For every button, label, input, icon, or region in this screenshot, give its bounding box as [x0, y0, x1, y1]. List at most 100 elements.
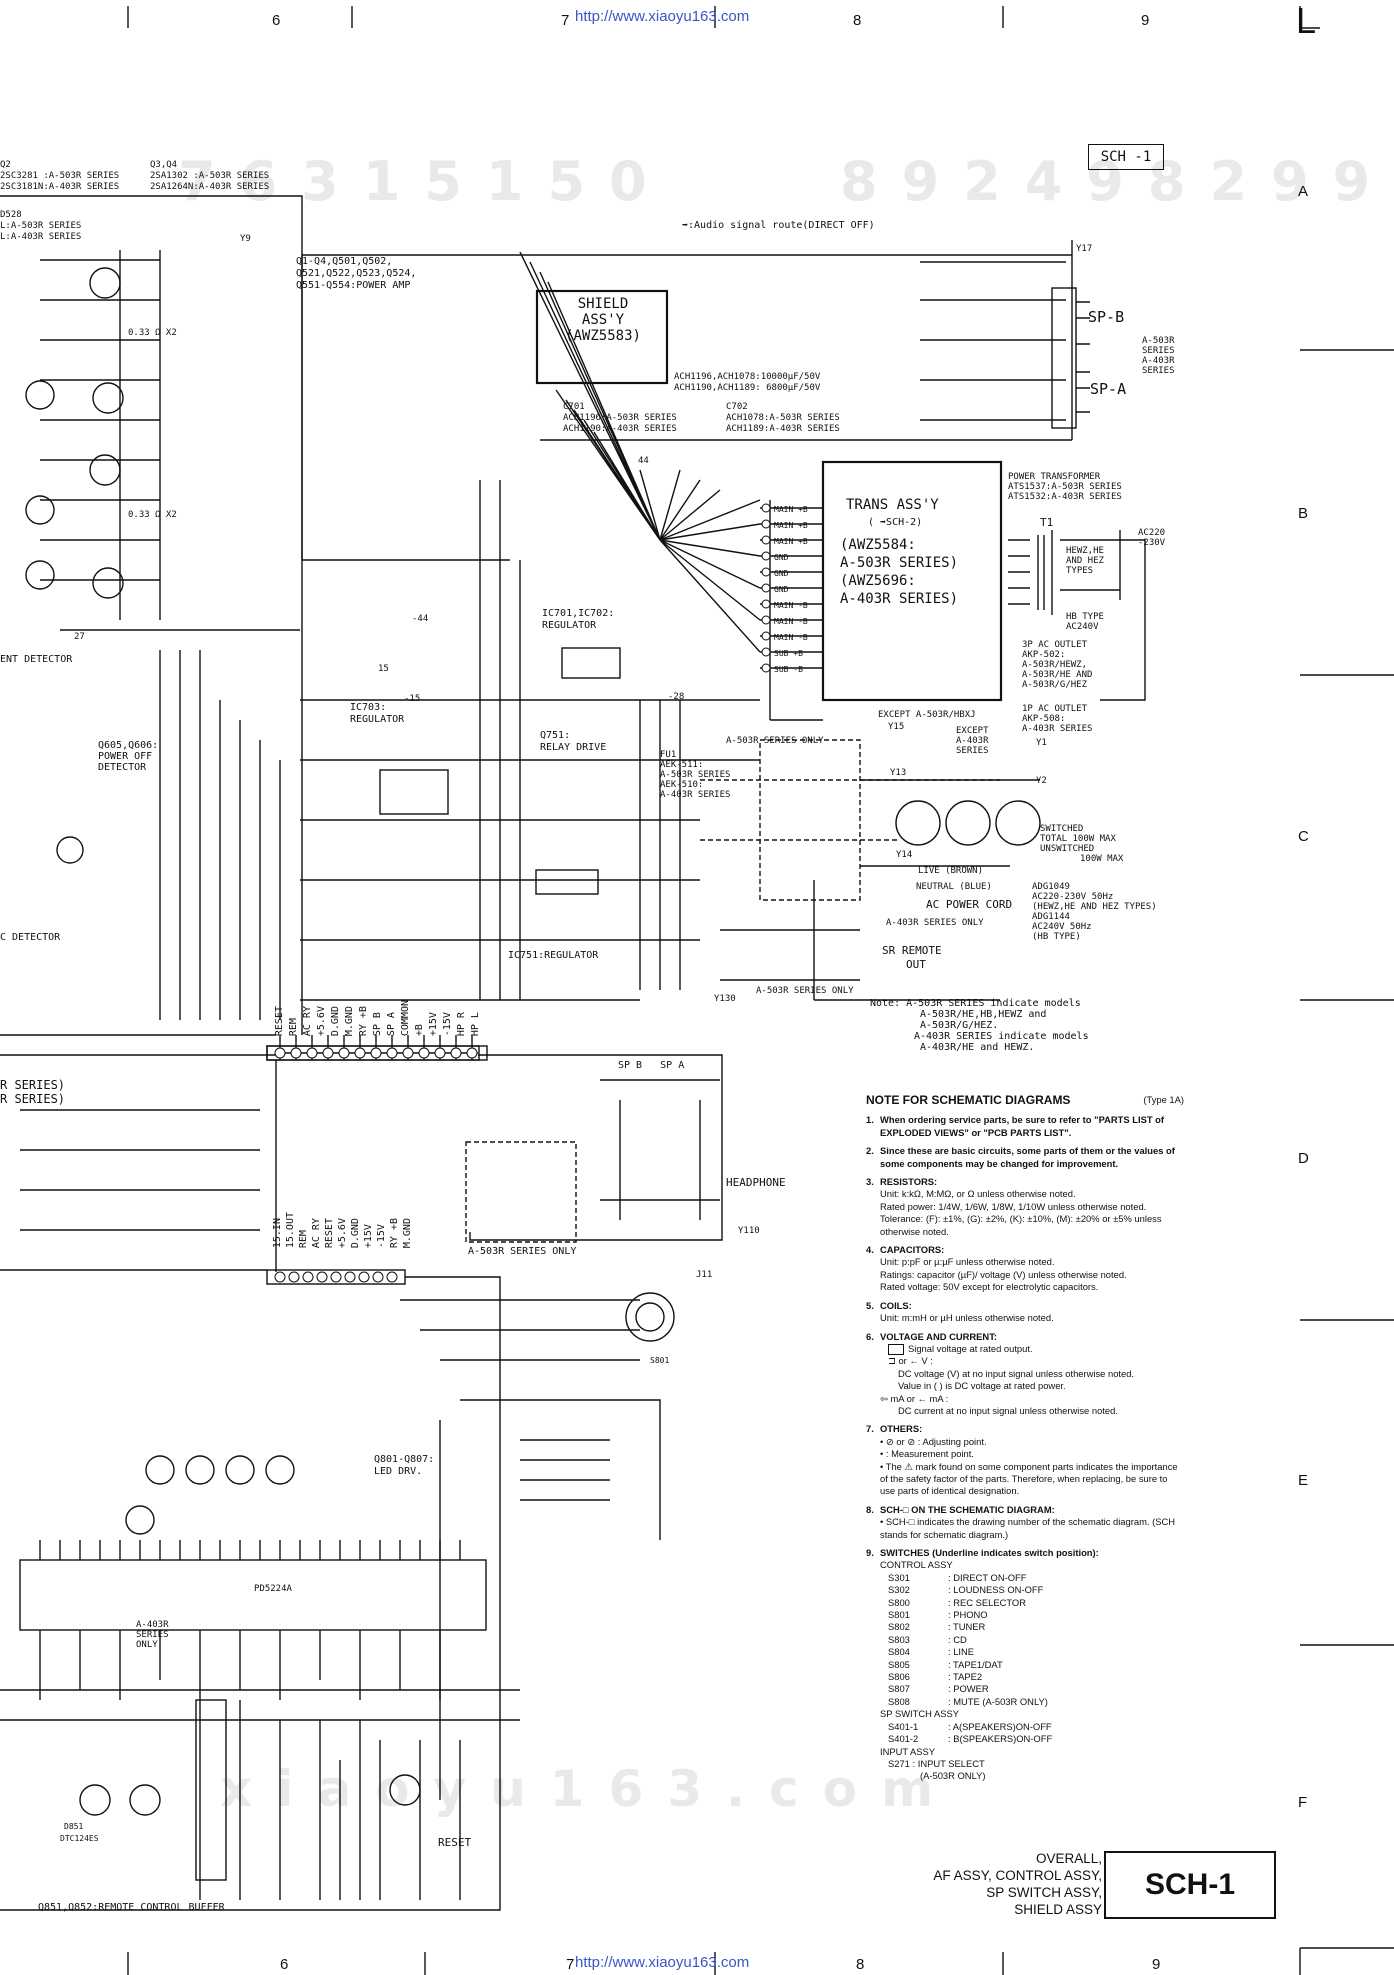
schematic-notes: NOTE FOR SCHEMATIC DIAGRAMS (Type 1A) 1.… [866, 1094, 1184, 1789]
column-label-9: 9 [1141, 12, 1150, 29]
column-label-7: 7 [561, 12, 570, 29]
column-label-8-bottom: 8 [856, 1956, 865, 1973]
row-label-a: A [1298, 183, 1309, 200]
note-5: 5. COILS: Unit: m:mH or µH unless otherw… [866, 1299, 1054, 1324]
voltage-box-icon [888, 1343, 904, 1355]
misc-label-y2: Y2 [1036, 776, 1047, 786]
switch-row: S802: TUNER [888, 1621, 986, 1633]
sp-switch-row: S401-2: B(SPEAKERS)ON-OFF [888, 1733, 1053, 1745]
switch-row: S803: CD [888, 1633, 967, 1645]
audio-route-label: ➡:Audio signal route(DIRECT OFF) [682, 220, 875, 231]
misc-label-44: 44 [638, 456, 649, 466]
misc-label-d851: D851 [64, 1822, 84, 1831]
title-block: OVERALL, AF ASSY, CONTROL ASSY, SP SWITC… [933, 1851, 1102, 1917]
misc-label-28n: -28 [668, 692, 685, 702]
misc-label-27: 27 [74, 632, 85, 642]
switch-row: S800: REC SELECTOR [888, 1596, 1026, 1608]
misc-label-r1: 0.33 Ω X2 [128, 328, 177, 338]
note-6: 6. VOLTAGE AND CURRENT: Signal voltage a… [866, 1330, 1135, 1416]
sp-b-label: SP-B [1088, 308, 1125, 326]
row-label-f: F [1298, 1794, 1308, 1811]
switch-row: S801: PHONO [888, 1609, 988, 1621]
ac-power-cord-label: AC POWER CORD [926, 898, 1013, 911]
misc-label-y9: Y9 [240, 234, 251, 244]
misc-label-y13: Y13 [890, 768, 907, 778]
connector-bottom-pins: 15.IN 15.OUT REM AC RY RESET +5.6V D.GND… [272, 1212, 413, 1249]
misc-label-15n: -15 [404, 694, 421, 704]
column-label-9-bottom: 9 [1152, 1956, 1161, 1973]
watermark-top: 76315150 [178, 150, 671, 213]
neutral-label: NEUTRAL (BLUE) [916, 882, 992, 892]
switch-row: S804: LINE [888, 1646, 975, 1658]
sp-switch-row: S401-1: A(SPEAKERS)ON-OFF [888, 1720, 1052, 1732]
a503-only-label-3: A-503R SERIES ONLY [468, 1246, 577, 1257]
headphone-label: HEADPHONE [726, 1176, 786, 1189]
ic701-ic702-label: IC701,IC702:REGULATOR [542, 608, 615, 631]
power-amp-label: Q1-Q4,Q501,Q502,Q521,Q522,Q523,Q524,Q551… [296, 256, 417, 291]
watermark-top-right: 892498299 [840, 150, 1394, 213]
current-detector-label: ENT DETECTOR [0, 654, 73, 665]
misc-label-15: 15 [378, 664, 389, 674]
corner-mark: L [1296, 0, 1317, 41]
ic703-label: IC703:REGULATOR [350, 702, 405, 725]
q851-label: Q851,Q852:REMOTE CONTROL BUFFER [38, 1902, 225, 1913]
q801-label: Q801-Q807:LED DRV. [374, 1454, 435, 1477]
source-url-top[interactable]: http://www.xiaoyu163.com [575, 8, 750, 25]
misc-label-y15: Y15 [888, 722, 905, 732]
sp-b-sp-a-label: SP B SP A [618, 1060, 685, 1071]
misc-label-dtc124es: DTC124ES [60, 1834, 99, 1843]
misc-label-r2: 0.33 Ω X2 [128, 510, 177, 520]
switch-row: S302: LOUDNESS ON-OFF [888, 1584, 1044, 1596]
column-label-6: 6 [272, 12, 281, 29]
row-label-c: C [1298, 828, 1309, 845]
note-1: 1.When ordering service parts, be sure t… [866, 1114, 1165, 1138]
source-url-bottom[interactable]: http://www.xiaoyu163.com [575, 1954, 750, 1971]
misc-label-y110: Y110 [738, 1226, 760, 1236]
reset-label: RESET [438, 1836, 472, 1849]
misc-label-y1: Y1 [1036, 738, 1047, 748]
notes-title: NOTE FOR SCHEMATIC DIAGRAMS [866, 1093, 1071, 1107]
live-label: LIVE (BROWN) [918, 866, 984, 876]
switch-row: S808: MUTE (A-503R ONLY) [888, 1695, 1048, 1707]
a503-only-label: A-503R SERIES ONLY [726, 736, 824, 746]
t1-label: T1 [1040, 516, 1054, 529]
watermark-bottom: xiaoyu163.com [220, 1760, 958, 1818]
column-label-8: 8 [853, 12, 862, 29]
a503-only-label-2: A-503R SERIES ONLY [756, 986, 854, 996]
q751-label: Q751:RELAY DRIVE [540, 730, 607, 753]
sheet-tag: SCH -1 [1088, 144, 1164, 170]
dc-detector-label: C DETECTOR [0, 932, 61, 943]
row-label-e: E [1298, 1472, 1309, 1489]
misc-label-44n: -44 [412, 614, 429, 624]
column-label-6-bottom: 6 [280, 1956, 289, 1973]
r-series-label: R SERIES)R SERIES) [0, 1078, 66, 1106]
misc-label-s801: S801 [650, 1356, 670, 1365]
ac220-label: AC220-230V [1138, 528, 1166, 548]
a403-only-label: A-403R SERIES ONLY [886, 918, 984, 928]
note-8: 8. SCH-□ ON THE SCHEMATIC DIAGRAM: • SCH… [866, 1503, 1176, 1540]
sheet-number: SCH-1 [1104, 1851, 1276, 1919]
column-label-7-bottom: 7 [566, 1956, 575, 1973]
row-label-d: D [1298, 1150, 1309, 1167]
voltage-arrow-icon: ⊐ [888, 1355, 899, 1367]
